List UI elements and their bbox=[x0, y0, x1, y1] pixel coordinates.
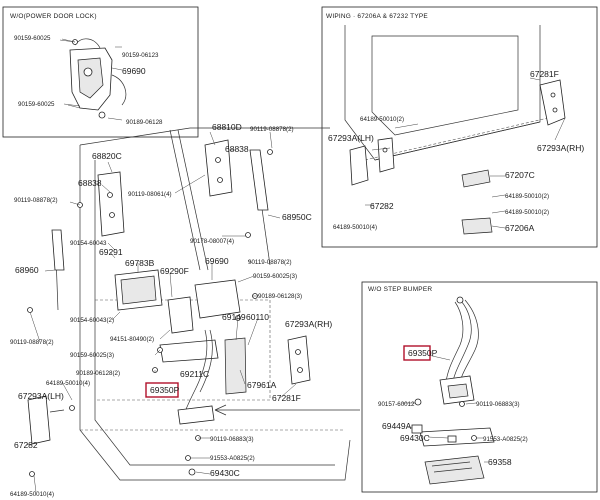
label-68820c: 68820C bbox=[92, 151, 122, 161]
inset-title-wo-bumper: W/O STEP BUMPER bbox=[368, 286, 432, 293]
label-94151-80490: 94151-80490(2) bbox=[110, 336, 154, 343]
label-69290f: 69290F bbox=[160, 266, 189, 276]
label-69430c-main: 69430C bbox=[210, 468, 240, 478]
label-69430c-inset: 69430C bbox=[400, 433, 430, 443]
label-69350p-inset: 69350P bbox=[408, 348, 438, 358]
label-60110: 60110 bbox=[246, 312, 269, 322]
label-64189-50010-wp2: 64189-50010(2) bbox=[505, 193, 549, 200]
label-69690-mid: 69690 bbox=[205, 256, 229, 266]
label-67281f-top: 67281F bbox=[530, 69, 559, 79]
label-90119-08878-mid: 90119-08878(2) bbox=[248, 259, 292, 266]
label-90154-60043-a: 90154-60043 bbox=[70, 240, 107, 247]
label-90159-06123: 90159-06123 bbox=[122, 52, 159, 59]
label-69211c: 69211C bbox=[180, 369, 209, 379]
label-90159-60025-top: 90159-60025 bbox=[14, 35, 51, 42]
inset-title-power-door: W/O(POWER DOOR LOCK) bbox=[10, 13, 97, 20]
inset-power-door-lock: W/O(POWER DOOR LOCK) bbox=[2, 6, 199, 138]
label-90178-08007: 90178-08007(4) bbox=[190, 238, 234, 245]
inset-wo-step-bumper: W/O STEP BUMPER bbox=[361, 281, 598, 493]
label-90119-08878-left: 90119-08878(2) bbox=[14, 197, 58, 204]
label-68838-left: 68838 bbox=[78, 178, 102, 188]
label-68810d: 68810D bbox=[212, 122, 242, 132]
label-64189-50010-wp4: 64189-50010(4) bbox=[333, 224, 377, 231]
label-67281f-bottom: 67281F bbox=[272, 393, 301, 403]
label-90119-06883-inset: 90119-06883(3) bbox=[476, 401, 520, 408]
label-68950c: 68950C bbox=[282, 212, 312, 222]
label-90159-60025-3: 90159-60025(3) bbox=[253, 273, 297, 280]
label-90189-06128-top: 90189-06128 bbox=[126, 119, 163, 126]
label-68960: 68960 bbox=[15, 265, 39, 275]
label-68838-right: 68838 bbox=[225, 144, 249, 154]
main-back-door bbox=[25, 127, 360, 493]
label-67961a: 67961A bbox=[247, 380, 277, 390]
label-90119-06883: 90119-06883(3) bbox=[210, 436, 254, 443]
label-90157-60012: 90157-60012 bbox=[378, 401, 415, 408]
label-90189-06128-3: 90189-06128(3) bbox=[258, 293, 302, 300]
label-69690-top: 69690 bbox=[122, 66, 146, 76]
label-67293a-lh-bottom: 67293A(LH) bbox=[18, 391, 64, 401]
label-69783b: 69783B bbox=[125, 258, 155, 268]
label-67282-top: 67282 bbox=[370, 201, 394, 211]
label-69149: 69149 bbox=[222, 312, 246, 322]
label-64189-50010-bottom: 64189-50010(4) bbox=[10, 491, 54, 498]
label-90189-06128-bot: 90189-06128(2) bbox=[76, 370, 120, 377]
label-67293a-lh-top: 67293A(LH) bbox=[328, 133, 374, 143]
label-64189-50010-left: 64189-50010(4) bbox=[46, 380, 90, 387]
label-90119-08061: 90119-08061(4) bbox=[128, 191, 172, 198]
label-69358: 69358 bbox=[488, 457, 512, 467]
label-64189-50010-wp: 64189-50010(2) bbox=[360, 116, 404, 123]
inset-title-wiping: WIPING · 67206A & 67232 TYPE bbox=[326, 13, 428, 20]
callout-69350p-main[interactable]: 69350P bbox=[145, 382, 180, 398]
label-67207c: 67207C bbox=[505, 170, 535, 180]
label-69449a: 69449A bbox=[382, 421, 412, 431]
label-91553-a0825: 91553-A0825(2) bbox=[210, 455, 255, 462]
label-67293a-rh-bottom: 67293A(RH) bbox=[285, 319, 332, 329]
label-91553-a0825-inset: 91553-A0825(2) bbox=[483, 436, 528, 443]
label-67293a-rh-top: 67293A(RH) bbox=[537, 143, 584, 153]
callout-69350p-inset[interactable]: 69350P bbox=[403, 345, 438, 361]
label-69350p-main: 69350P bbox=[150, 385, 180, 395]
label-90154-60043-2: 90154-60043(2) bbox=[70, 317, 114, 324]
label-67206a: 67206A bbox=[505, 223, 535, 233]
inset-wiping: WIPING · 67206A & 67232 TYPE bbox=[321, 6, 598, 248]
label-67282-bottom: 67282 bbox=[14, 440, 38, 450]
label-90159-60025-mid: 90159-60025 bbox=[18, 101, 55, 108]
label-90119-08878-top: 90119-08878(2) bbox=[250, 126, 294, 133]
label-90119-08878-bottom: 90119-08878(2) bbox=[10, 339, 54, 346]
label-64189-50010-wp3: 64189-50010(2) bbox=[505, 209, 549, 216]
label-90159-60025-bot: 90159-60025(3) bbox=[70, 352, 114, 359]
label-69291: 69291 bbox=[99, 247, 123, 257]
